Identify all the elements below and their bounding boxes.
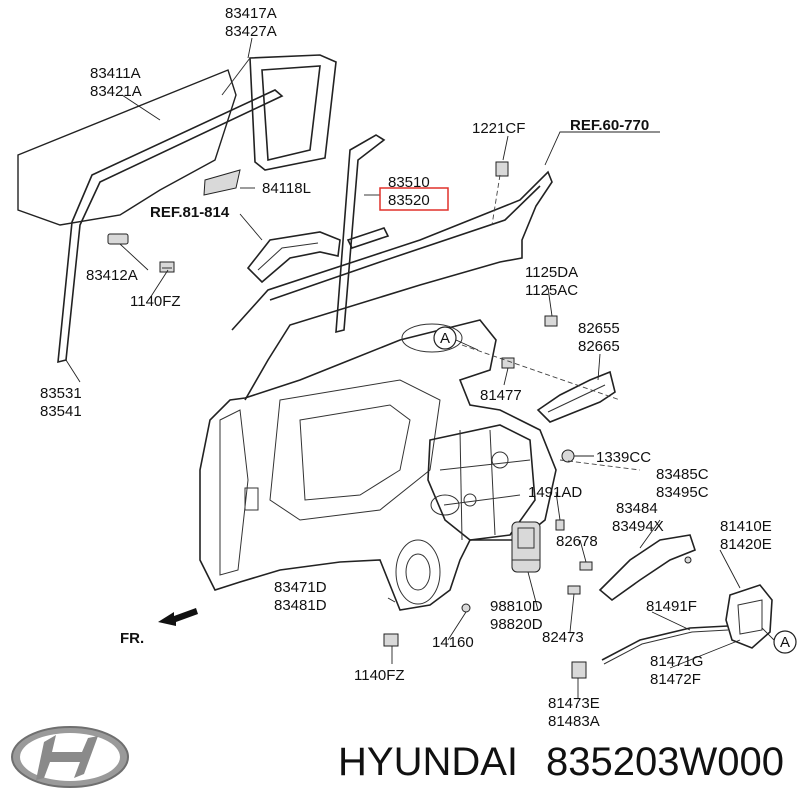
label-81473e: 81473E: [548, 695, 600, 712]
ref-60-770: REF.60-770: [570, 117, 649, 134]
label-81410e: 81410E: [720, 518, 772, 535]
label-1140fz-top: 1140FZ: [130, 293, 181, 310]
callout-a-circle-2: [761, 627, 797, 654]
label-81483a: 81483A: [548, 713, 600, 730]
door-frame: [231, 134, 553, 401]
callout-a-circle-1: [433, 326, 479, 351]
window-regulator: [427, 424, 536, 541]
label-81472f: 81472F: [650, 671, 701, 688]
dashed-guides: [461, 174, 641, 471]
brand-text: HYUNDAI: [338, 740, 518, 784]
latch-cable: [601, 625, 729, 665]
label-1491ad: 1491AD: [528, 484, 582, 501]
label-83412a: 83412A: [86, 267, 138, 284]
highlight-box: [379, 187, 449, 211]
regulator-motor: [511, 521, 541, 573]
label-98810d: 98810D: [490, 598, 543, 615]
label-81420e: 81420E: [720, 536, 772, 553]
label-81477: 81477: [480, 387, 522, 404]
label-84118l: 84118L: [262, 180, 311, 197]
ref-81-814: REF.81-814: [150, 204, 230, 221]
leader-lines: [65, 37, 741, 698]
label-82678: 82678: [556, 533, 598, 550]
label-1221cf: 1221CF: [472, 120, 525, 137]
label-83411a: 83411A: [90, 65, 141, 82]
label-82473: 82473: [542, 629, 584, 646]
door-checker: [598, 534, 696, 602]
label-98820d: 98820D: [490, 616, 543, 633]
label-82655: 82655: [578, 320, 620, 337]
front-label: FR.: [120, 630, 144, 647]
inside-handle: [536, 370, 616, 423]
label-83494x: 83494X: [612, 518, 664, 535]
label-83481d: 83481D: [274, 597, 327, 614]
label-81471g: 81471G: [650, 653, 703, 670]
part-number-text: 835203W000: [546, 740, 784, 784]
label-83417a: 83417A: [225, 5, 277, 22]
door-inner-panel: [199, 319, 557, 611]
label-83510: 83510: [388, 174, 430, 191]
label-1339cc: 1339CC: [596, 449, 651, 466]
label-83471d: 83471D: [274, 579, 327, 596]
label-1140fz-bottom: 1140FZ: [354, 667, 405, 684]
bolt-1140fz-top: [159, 261, 175, 273]
run-channel: [57, 89, 284, 364]
label-83520: 83520: [388, 192, 430, 209]
label-83427a: 83427A: [225, 23, 277, 40]
label-83541: 83541: [40, 403, 82, 420]
label-83485c: 83485C: [656, 466, 709, 483]
label-1125ac: 1125AC: [525, 282, 578, 299]
quarter-glass-frame: [221, 54, 337, 171]
label-1125da: 1125DA: [525, 264, 578, 281]
label-83495c: 83495C: [656, 484, 709, 501]
door-glass: [17, 69, 241, 226]
outside-handle: [246, 231, 341, 284]
label-14160: 14160: [432, 634, 474, 651]
label-82665: 82665: [578, 338, 620, 355]
clip-83412a: [107, 233, 129, 245]
label-83421a: 83421A: [90, 83, 142, 100]
callout-a-2: A: [780, 634, 790, 651]
door-latch: [725, 584, 773, 649]
callout-a-1: A: [440, 330, 450, 347]
label-83484: 83484: [616, 500, 658, 517]
label-81491f: 81491F: [646, 598, 697, 615]
hyundai-logo: [11, 726, 129, 788]
label-83531: 83531: [40, 385, 82, 402]
front-arrow-icon: [158, 608, 198, 626]
